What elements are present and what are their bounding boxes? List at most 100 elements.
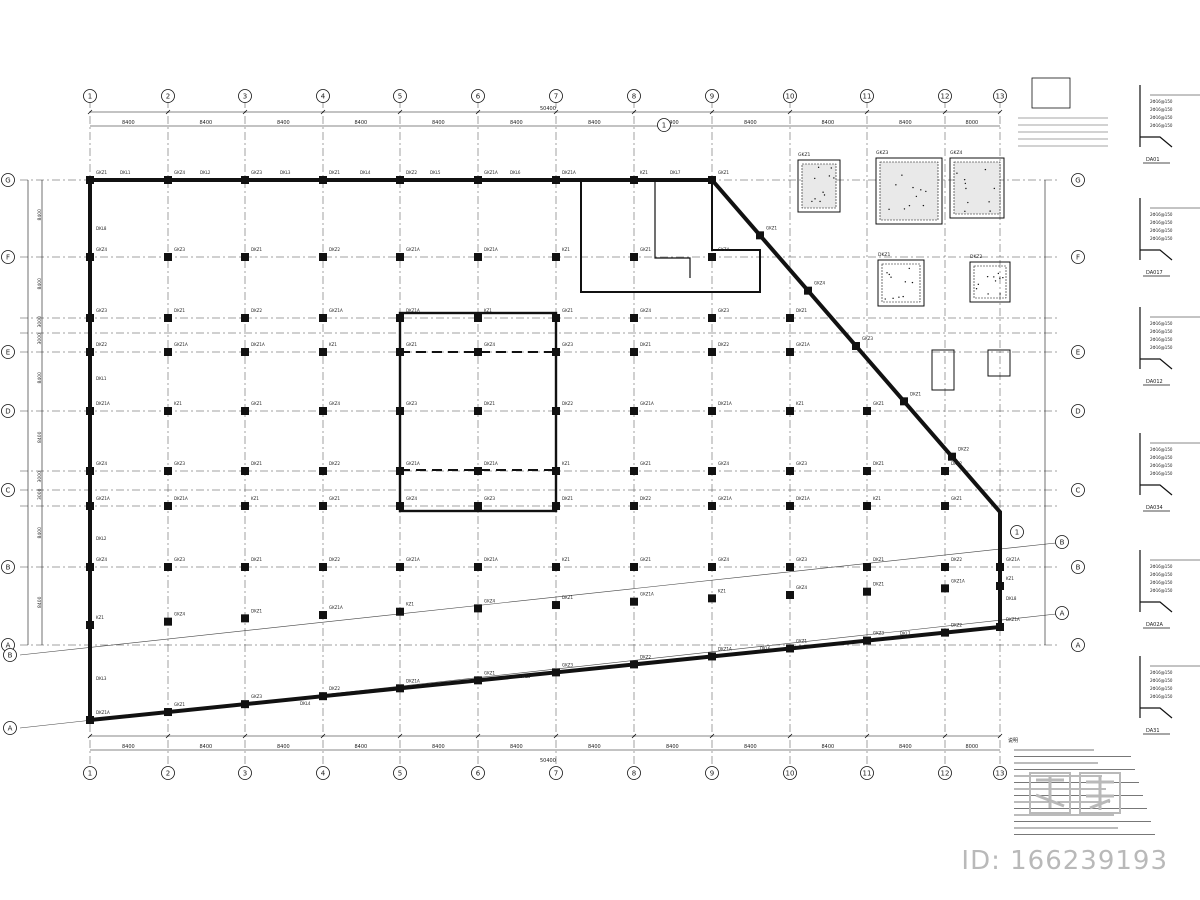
column-label-text: GKZ4 <box>96 461 107 466</box>
section-hatch-dot <box>999 278 1000 279</box>
column-square <box>852 342 860 350</box>
column-label-text: GKZ1A <box>406 247 420 252</box>
column-label-text: GKZ1A <box>96 496 110 501</box>
column-square <box>552 253 560 261</box>
detail-annotation-text: 2Φ16@150 <box>1150 694 1173 699</box>
detail-annotation-text: 2Φ16@150 <box>1150 236 1173 241</box>
section-hatch-dot <box>824 194 825 195</box>
bay-dimension-text: 8400 <box>899 744 912 750</box>
column-square <box>786 591 794 599</box>
column-label-text: GKZ3 <box>96 308 107 313</box>
section-hatch-dot <box>994 188 995 189</box>
column-square <box>86 716 94 724</box>
axis-bubble-text: 13 <box>996 770 1005 778</box>
axis-bubble-text: 7 <box>554 770 558 778</box>
column-square <box>630 176 638 184</box>
column-label-text: KZ1 <box>251 496 259 501</box>
section-hatch-dot <box>886 272 887 273</box>
column-square <box>552 176 560 184</box>
column-square <box>941 563 949 571</box>
bay-dimension-text: 8000 <box>966 120 979 126</box>
detail-annotation-text: 2Φ16@150 <box>1150 115 1173 120</box>
column-label-text: GKZ4 <box>96 247 107 252</box>
section-hatch-dot <box>989 210 990 211</box>
column-square <box>630 660 638 668</box>
column-square <box>86 563 94 571</box>
axis-bubble-text: 2 <box>166 770 170 778</box>
column-label-text: GKZ4 <box>814 281 825 286</box>
left-dimension-text: 3000 <box>37 488 43 500</box>
column-square <box>319 176 327 184</box>
column-square <box>708 502 716 510</box>
column-label-text: DKZ1A <box>174 496 188 501</box>
column-label-text: GKZ3 <box>484 496 495 501</box>
column-label-text: GKZ4 <box>329 401 340 406</box>
section-label-text: DKZ1 <box>878 252 890 258</box>
column-label-text: GKZ4 <box>718 247 729 252</box>
column-square <box>941 467 949 475</box>
section-hatch-dot <box>999 293 1000 294</box>
left-dimension-text: 3000 <box>37 471 43 483</box>
axis-bubble-text: 3 <box>243 770 247 778</box>
column-square <box>996 563 1004 571</box>
section-hatch-dot <box>964 211 965 212</box>
section-details: GKZ1GKZ3GKZ4DKZ1DKZ2 <box>798 150 1010 390</box>
column-label-text: GKZ4 <box>640 308 651 313</box>
column-label-text: GKZ1A <box>174 342 188 347</box>
axis-bubble-text: 6 <box>476 770 481 778</box>
column-square <box>396 608 404 616</box>
bay-dimension-text: 8400 <box>277 744 290 750</box>
column-label-text: DKZ1A <box>484 461 498 466</box>
section-hatch-dot <box>885 298 886 299</box>
column-label-text: GKZ1 <box>174 702 185 707</box>
beam-label-text: DKL1 <box>96 376 107 381</box>
column-square <box>396 176 404 184</box>
column-square <box>708 467 716 475</box>
column-square <box>630 314 638 322</box>
detail-annotation-text: 2Φ16@150 <box>1150 455 1173 460</box>
column-square <box>164 176 172 184</box>
axis-bubble-text: 7 <box>554 93 558 101</box>
column-square <box>164 502 172 510</box>
section-hatch-dot <box>822 192 823 193</box>
column-label-text: KZ1 <box>484 308 492 313</box>
column-square <box>319 502 327 510</box>
column-square <box>319 407 327 415</box>
column-square <box>396 502 404 510</box>
section-hatch-dot <box>993 276 994 277</box>
axis-bubble-text: A <box>1076 642 1081 650</box>
detail-annotation-text: 2Φ16@150 <box>1150 572 1173 577</box>
section-hatch-dot <box>998 273 999 274</box>
section-hatch-dot <box>923 205 924 206</box>
axis-bubble-text: B <box>1060 539 1065 547</box>
column-square <box>630 253 638 261</box>
beam-label-text: DKL8 <box>1006 596 1017 601</box>
corner-detail-outline <box>1032 78 1070 108</box>
column-label-text: DKZ2 <box>329 557 340 562</box>
beam-label-text: DKL3 <box>96 676 107 681</box>
beam-label-text: DKL7 <box>670 170 681 175</box>
column-square <box>319 314 327 322</box>
column-label-text: GKZ4 <box>484 342 495 347</box>
column-square <box>86 407 94 415</box>
column-label-text: DKZ1A <box>1006 617 1020 622</box>
column-label-text: GKZ3 <box>873 631 884 636</box>
column-square <box>319 611 327 619</box>
axis-bubble-text: 11 <box>863 93 872 101</box>
column-label-text: KZ1 <box>1006 576 1014 581</box>
column-square <box>786 467 794 475</box>
column-label-text: GKZ1 <box>873 401 884 406</box>
column-square <box>241 253 249 261</box>
column-square <box>86 348 94 356</box>
section-label-text: GKZ4 <box>950 150 963 156</box>
section-hatch-dot <box>814 178 815 179</box>
column-label-text: DKZ2 <box>329 461 340 466</box>
column-label-text: DKZ1 <box>910 391 921 396</box>
column-label-text: DKZ2 <box>562 401 573 406</box>
detail-footing-line <box>1140 137 1172 147</box>
column-label-text: KZ1 <box>562 557 570 562</box>
column-label-text: GKZ3 <box>174 247 185 252</box>
detail-footing-line <box>1140 708 1172 718</box>
axis-bubble-text: A <box>8 725 13 733</box>
